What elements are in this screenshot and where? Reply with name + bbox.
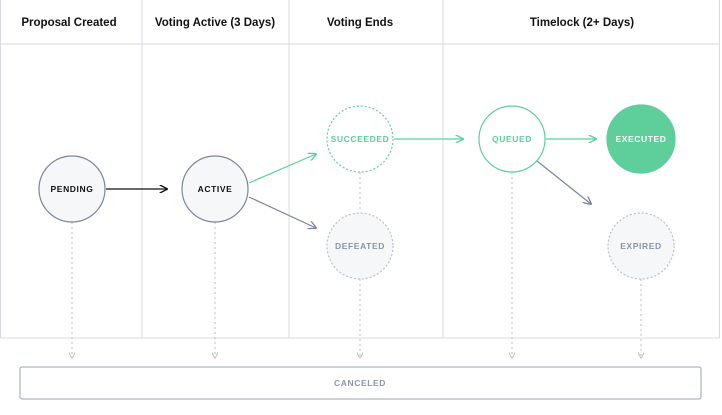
active-circle — [181, 155, 249, 223]
state-queued: QUEUED — [478, 105, 546, 173]
column-title-proposal-created: Proposal Created — [21, 17, 116, 29]
succeeded-circle — [326, 105, 394, 173]
state-pending: PENDING — [38, 155, 106, 223]
succeeded-label: SUCCEEDED — [331, 134, 390, 144]
defeated-label: DEFEATED — [335, 241, 385, 251]
state-expired: EXPIRED — [607, 212, 675, 280]
cancel-paths — [72, 172, 641, 358]
column-title-voting-active: Voting Active (3 Days) — [155, 17, 275, 29]
state-defeated: DEFEATED — [326, 212, 394, 280]
defeated-circle — [326, 212, 394, 280]
column-grid — [0, 0, 720, 339]
state-canceled: CANCELED — [19, 366, 702, 400]
queued-circle — [478, 105, 546, 173]
state-active: ACTIVE — [181, 155, 249, 223]
executed-circle — [606, 104, 676, 174]
state-succeeded: SUCCEEDED — [326, 105, 394, 173]
arrow-active-to-defeated — [248, 196, 316, 228]
column-title-timelock: Timelock (2+ Days) — [530, 17, 634, 29]
pending-circle — [38, 155, 106, 223]
active-label: ACTIVE — [198, 184, 233, 194]
canceled-label: CANCELED — [334, 378, 386, 388]
transition-arrows — [106, 139, 596, 228]
column-title-voting-ends: Voting Ends — [327, 17, 393, 29]
expired-label: EXPIRED — [620, 241, 662, 251]
pending-label: PENDING — [51, 184, 94, 194]
arrow-queued-to-expired — [536, 160, 591, 204]
expired-circle — [607, 212, 675, 280]
queued-label: QUEUED — [492, 134, 532, 144]
state-executed: EXECUTED — [606, 104, 676, 174]
canceled-box — [19, 366, 702, 400]
executed-label: EXECUTED — [615, 134, 666, 144]
arrow-active-to-succeeded — [248, 154, 316, 184]
